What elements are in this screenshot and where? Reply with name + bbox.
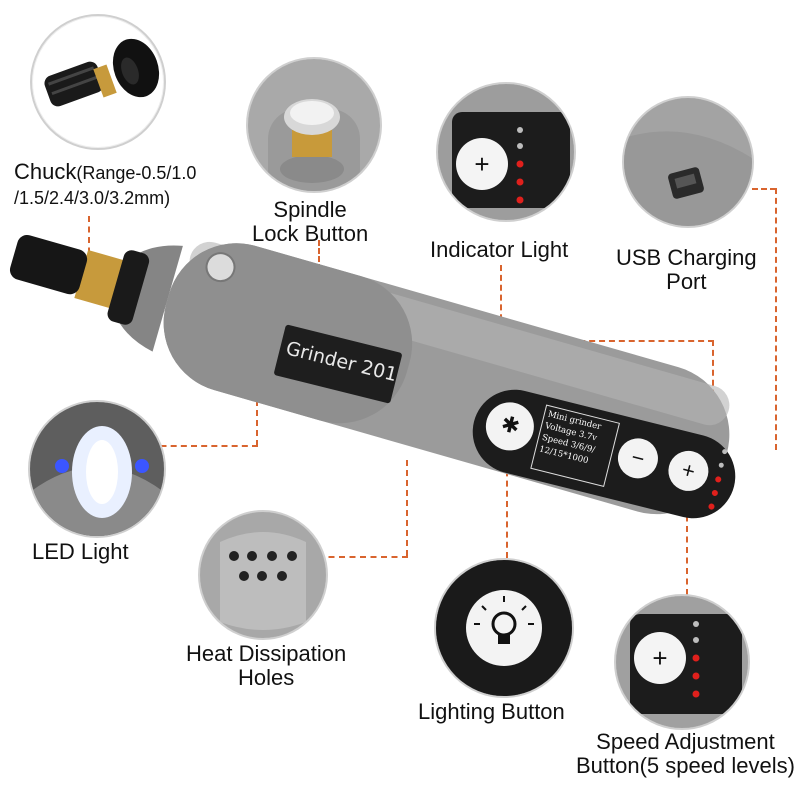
leader-chuck xyxy=(88,216,90,264)
leader-spindle-h xyxy=(214,270,318,272)
bulb-icon xyxy=(436,560,572,696)
indicator-label: Indicator Light xyxy=(430,237,569,262)
led-1 xyxy=(721,448,728,455)
leader-heat-h xyxy=(318,556,408,558)
chuck-inset xyxy=(30,14,166,150)
leader-led-v xyxy=(256,400,258,446)
speed-inset: + xyxy=(614,594,750,730)
led-light-icon xyxy=(30,402,164,536)
svg-text:+: + xyxy=(652,643,667,673)
leader-speed-v xyxy=(686,505,688,595)
speed-panel: + xyxy=(616,596,748,728)
leader-indicator-h xyxy=(500,340,714,342)
spindle-button-icon xyxy=(248,59,380,191)
usb-inset xyxy=(622,96,754,228)
led-light-label: LED Light xyxy=(32,539,129,564)
spec-box: Mini grinder Voltage 3.7v Speed 3/6/9/ 1… xyxy=(530,404,620,487)
bulb-icon: ✱ xyxy=(498,410,523,440)
vent-holes-icon xyxy=(200,512,326,638)
speed-indicator-leds xyxy=(706,448,731,519)
led-5 xyxy=(707,502,716,511)
minus-icon: − xyxy=(628,444,648,472)
led-3 xyxy=(714,475,722,484)
svg-text:+: + xyxy=(474,149,489,179)
leader-indicator-v xyxy=(500,265,502,340)
heat-holes-inset xyxy=(198,510,328,640)
lighting-inset xyxy=(434,558,574,698)
leader-usb-v xyxy=(775,188,777,450)
minus-button[interactable]: − xyxy=(613,434,663,483)
lighting-label: Lighting Button xyxy=(418,699,565,724)
led-4 xyxy=(711,489,719,497)
chuck-icon xyxy=(44,38,160,107)
model-text: Grinder 201 xyxy=(283,337,400,387)
indicator-inset: + xyxy=(436,82,576,222)
plus-icon: + xyxy=(679,456,698,485)
led-2 xyxy=(718,462,725,469)
led-light-inset xyxy=(28,400,166,538)
usb-port-icon xyxy=(624,98,752,226)
chuck-label: Chuck(Range-0.5/1.0 /1.5/2.4/3.0/3.2mm) xyxy=(14,159,197,209)
indicator-panel: + xyxy=(438,84,574,220)
lighting-button[interactable]: ✱ xyxy=(480,397,539,456)
spindle-lock-inset xyxy=(246,57,382,193)
leader-usb-h xyxy=(752,188,776,190)
model-badge: Grinder 201 xyxy=(273,324,403,404)
leader-spindle-v2 xyxy=(214,270,216,322)
plus-button[interactable]: + xyxy=(664,446,713,496)
leader-heat-v xyxy=(406,460,408,556)
